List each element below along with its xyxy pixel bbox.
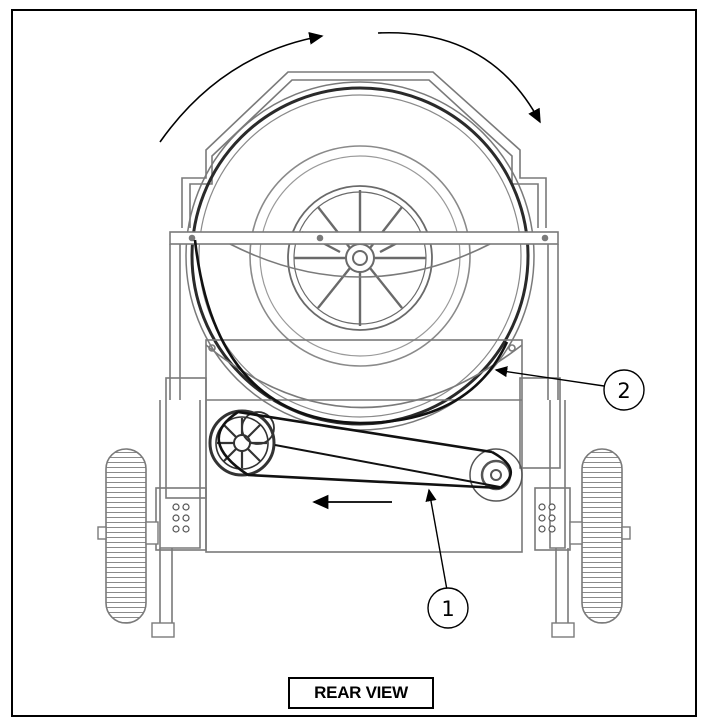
rotation-arrow-left [159, 31, 324, 143]
v-belt-item-1 [217, 410, 512, 490]
callout-1: 1 [425, 488, 469, 629]
rotation-arrow-right [377, 31, 541, 124]
lower-enclosure [165, 339, 561, 553]
drum [185, 81, 535, 431]
engine-pulley [469, 448, 523, 502]
view-label: REAR VIEW [288, 677, 434, 709]
drive-belts [193, 239, 512, 490]
left-wheel [97, 448, 175, 638]
upper-frame [169, 231, 559, 278]
drum-spider-wheel [287, 185, 433, 331]
drive-pulley [208, 409, 276, 477]
callout-2: 2 [494, 366, 645, 411]
drum-belt-item-2 [193, 239, 509, 425]
callout-2-number: 2 [617, 379, 630, 403]
right-wheel [551, 448, 631, 638]
frame-posts [155, 244, 571, 551]
drum-rotation-arrows [159, 31, 541, 143]
callout-1-number: 1 [441, 597, 454, 621]
mounting-bolts [172, 503, 556, 533]
